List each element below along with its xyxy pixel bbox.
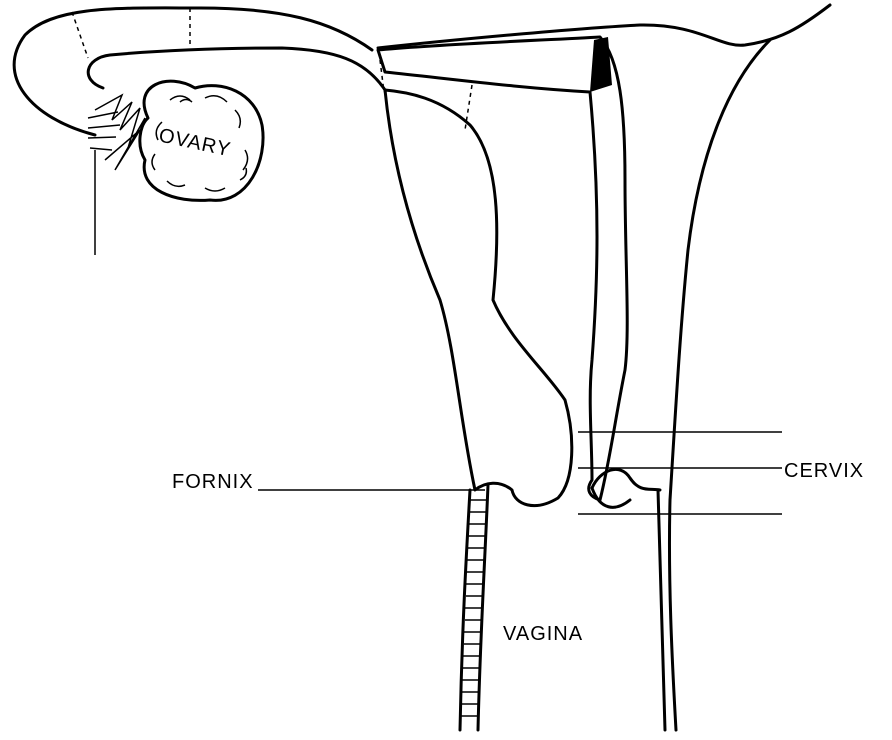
uterus-wall-diagonal [378, 37, 627, 500]
vagina-label: VAGINA [503, 623, 583, 645]
cervix-label: CERVIX [784, 460, 864, 482]
fallopian-tube-inner-outline [88, 48, 385, 90]
uterus-wall-striped [385, 90, 572, 506]
fallopian-tube-outline [14, 8, 372, 135]
vagina-left-wall-outer [460, 490, 470, 730]
vagina-right-wall [658, 490, 665, 730]
cervix-tip [592, 488, 630, 507]
uterus-right-side [669, 40, 770, 730]
fimbriae [88, 95, 145, 170]
wall-dark-band [590, 37, 612, 92]
fornix-label: FORNIX [172, 471, 254, 493]
ovary-label: OVARY [157, 125, 233, 162]
tube-divider-1 [72, 12, 88, 58]
